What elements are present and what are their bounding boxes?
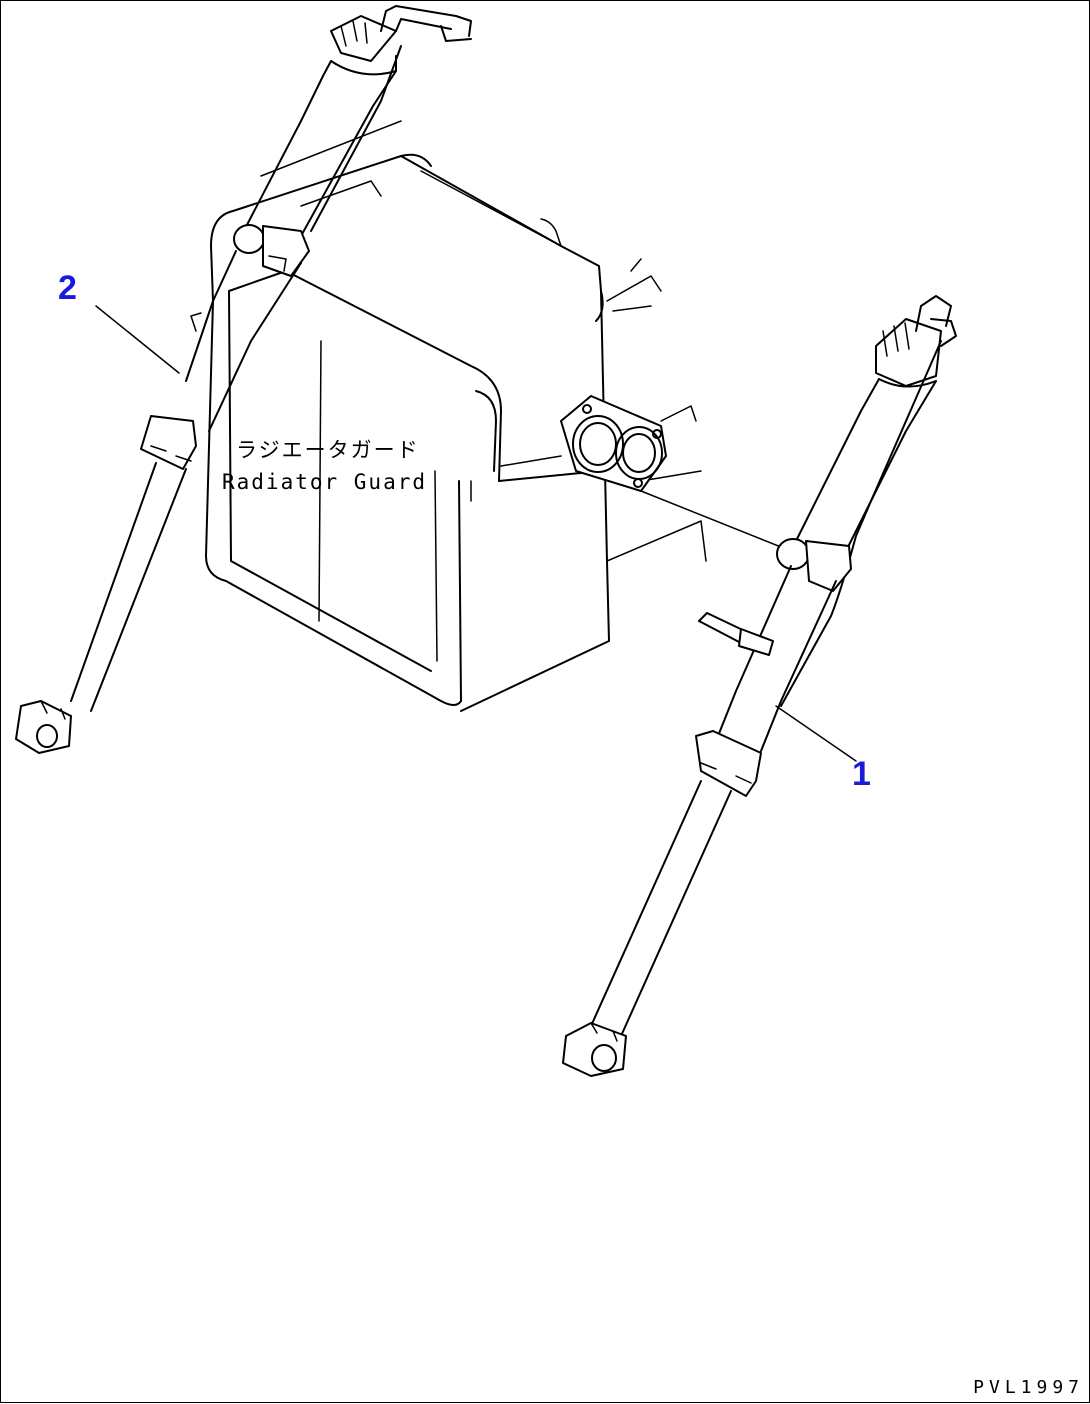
leader-line-2 — [95, 305, 180, 374]
drawing-number: PVL1997 — [973, 1377, 1084, 1398]
cylinder-2 — [15, 5, 472, 754]
mount-bracket — [500, 395, 792, 552]
radiator-guard-label-en: Radiator Guard — [222, 470, 428, 494]
callout-part-2: 2 — [58, 269, 77, 307]
radiator-guard-label-jp: ラジエータガード — [236, 438, 420, 462]
cylinder-1 — [562, 295, 957, 1077]
callout-part-1: 1 — [852, 755, 871, 793]
radiator-body — [205, 120, 707, 712]
leader-line-1 — [775, 705, 857, 762]
